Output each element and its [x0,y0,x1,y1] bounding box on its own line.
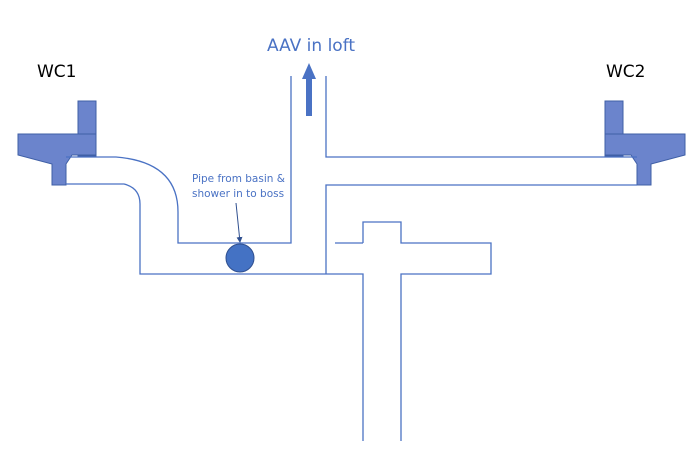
wc2-toilet-icon [604,100,686,186]
wc1-label: WC1 [37,62,77,82]
aav-label: AAV in loft [267,36,356,56]
soil-stack-right-wall [362,221,492,441]
pipe-network [66,76,637,441]
aav-stack-right-wall [325,76,637,158]
note-pointer-arrow [235,202,243,243]
wc1-branch-upper-wall [66,76,292,244]
wc1-toilet-icon [17,100,97,186]
boss-connection-circle [225,243,255,273]
wc1-branch-lower-wall [66,183,364,441]
wc2-branch-lower-wall [325,184,637,243]
aav-up-arrow-icon [302,63,316,116]
wc2-label: WC2 [606,62,646,82]
boss-note: Pipe from basin & shower in to boss [192,172,285,202]
boss-note-line-2: shower in to boss [192,188,285,200]
boss-note-line-1: Pipe from basin & [192,173,285,185]
